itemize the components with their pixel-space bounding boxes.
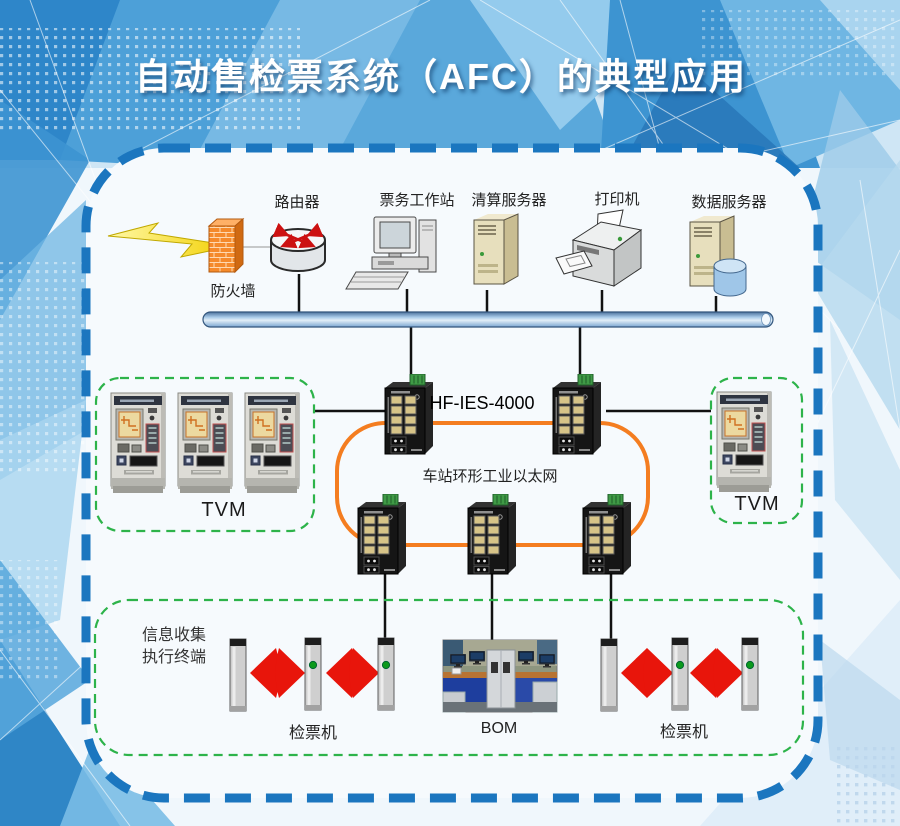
tvm-machine-1: [110, 392, 166, 494]
gate-led: [745, 660, 755, 670]
gate-group-right: [600, 637, 759, 712]
data-server-icon: [689, 215, 747, 297]
gate-post: [304, 637, 322, 711]
gate-post: [377, 637, 395, 711]
diagram-frame: [81, 143, 823, 803]
tvm-machine-2: [177, 392, 233, 494]
data-server-label: 数据服务器: [691, 194, 767, 211]
terminal-zone-label-line1: 信息收集: [142, 627, 207, 644]
firewall-icon: [207, 217, 245, 274]
gate-post: [600, 638, 618, 712]
tvm-machine-right: [716, 391, 772, 493]
tvm-zone-right: [709, 376, 804, 525]
switch-bottom-3: [582, 494, 632, 575]
tvm-left-label: TVM: [201, 499, 247, 521]
gate-group-left: [229, 637, 395, 712]
gate-right-label: 检票机: [659, 724, 709, 741]
bom-label: BOM: [480, 720, 518, 737]
bom-photo: [442, 639, 558, 713]
switch-model-label: HF-IES-4000: [429, 393, 535, 413]
gate-left-label: 检票机: [288, 725, 338, 742]
switch-top-left: [384, 374, 434, 455]
gate-led: [308, 660, 318, 670]
switch-top-right: [552, 374, 602, 455]
ring-network-label: 车站环形工业以太网: [422, 468, 558, 485]
tvm-right-label: TVM: [734, 493, 780, 515]
gate-post: [741, 637, 759, 711]
gate-led: [675, 660, 685, 670]
printer-label: 打印机: [594, 191, 640, 208]
router-icon: [270, 222, 326, 272]
clearing-server-label: 清算服务器: [471, 192, 547, 209]
gate-post: [671, 637, 689, 711]
tvm-machine-3: [244, 392, 300, 494]
printer-icon: [555, 209, 643, 287]
workstation-label: 票务工作站: [379, 192, 455, 209]
firewall-label: 防火墙: [210, 283, 256, 300]
gate-led: [381, 660, 391, 670]
router-label: 路由器: [274, 194, 320, 211]
ticket-workstation-icon: [345, 216, 437, 290]
clearing-server-icon: [473, 213, 519, 285]
page-title: 自动售检票系统（AFC）的典型应用: [135, 56, 747, 97]
gate-post: [229, 638, 247, 712]
backbone-bus: [202, 311, 774, 328]
terminal-zone-label-line2: 执行终端: [142, 649, 207, 666]
switch-bottom-1: [357, 494, 407, 575]
terminal-zone: [93, 598, 805, 757]
terminal-zone-label: 信息收集 执行终端: [142, 625, 206, 669]
switch-bottom-2: [467, 494, 517, 575]
tvm-zone-left: [94, 376, 316, 533]
